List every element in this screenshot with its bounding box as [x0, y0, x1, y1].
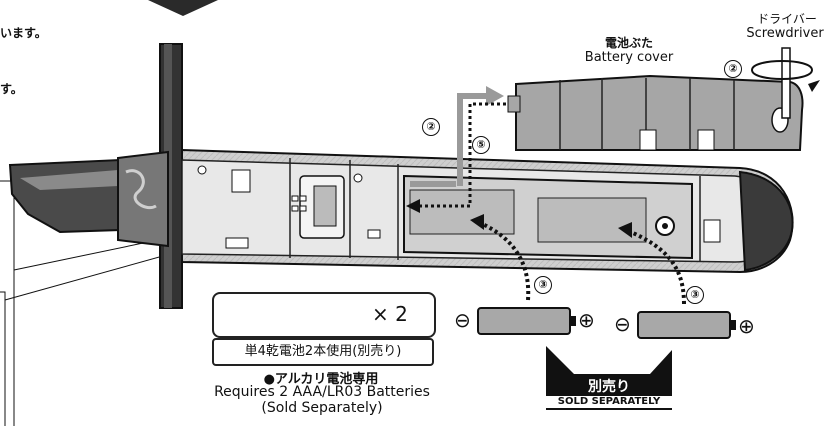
down-arrow-icon [148, 0, 218, 16]
screwdriver-label-jp: ドライバー [757, 12, 817, 26]
instruction-text-line2: す。 [0, 82, 23, 96]
battery-cover [507, 74, 804, 151]
step-3-marker-right: ③ [686, 286, 704, 304]
collar [117, 150, 169, 248]
reattach-cover-arrow [418, 102, 506, 208]
sold-separately-text: (Sold Separately) [261, 400, 383, 416]
aaa-battery-left [477, 307, 576, 335]
screwdriver-label-en: Screwdriver [746, 26, 824, 41]
sold-badge-shape [546, 346, 672, 410]
instruction-text-line1: います。 [0, 26, 47, 40]
plus-icon: ⊕ [738, 314, 755, 338]
aaa-battery-right [637, 311, 736, 339]
step-2-marker-cover: ② [422, 118, 440, 136]
plus-icon: ⊕ [578, 308, 595, 332]
step-2-marker-screw: ② [724, 60, 742, 78]
sold-badge-en: SOLD SEPARATELY [557, 396, 661, 407]
battery-cover-label-jp: 電池ぶた [604, 36, 653, 50]
remove-cover-arrow [457, 93, 488, 186]
battery-spec-box [212, 292, 436, 338]
alkaline-only-label: ●アルカリ電池専用 [263, 372, 379, 387]
minus-icon: ⊖ [454, 308, 471, 332]
battery-count-label: × 2 [372, 302, 408, 326]
insert-battery-arrow-left [477, 220, 531, 301]
minus-icon: ⊖ [614, 312, 631, 336]
battery-note: 単4乾電池2本使用(別売り) [212, 338, 434, 366]
battery-type-label: 単4 [291, 302, 325, 326]
blade [8, 158, 121, 234]
step-3-marker-left: ③ [534, 276, 552, 294]
step-5-marker: ⑤ [472, 136, 490, 154]
battery-cover-label-en: Battery cover [584, 50, 674, 65]
end-cap [738, 170, 794, 272]
sold-badge-jp: 別売り [588, 379, 630, 395]
requires-batteries-text: Requires 2 AAA/LR03 Batteries [214, 384, 430, 400]
screwdriver-icon [750, 47, 820, 119]
